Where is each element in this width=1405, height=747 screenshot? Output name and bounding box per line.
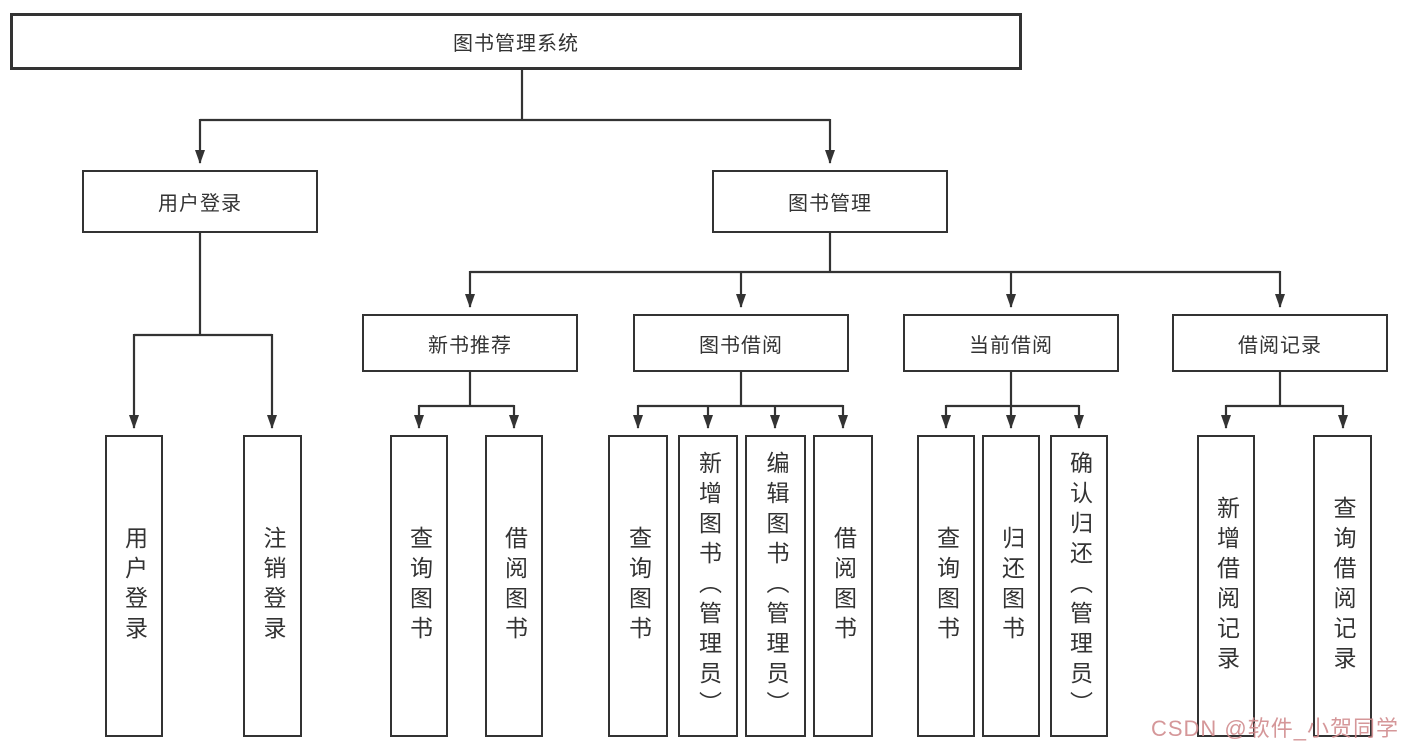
node-library-system: 图书管理系统 xyxy=(10,13,1022,70)
node-borrow-books-recommend: 借阅图书 xyxy=(485,435,543,737)
node-label: 借阅图书 xyxy=(501,526,528,646)
node-label: 新增图书（管理员） xyxy=(695,451,722,721)
connector-borrowing-records-to-leaves xyxy=(1221,372,1348,429)
node-return-books: 归还图书 xyxy=(982,435,1040,737)
connector-user-login-to-leaves xyxy=(129,233,277,429)
node-query-books-current: 查询图书 xyxy=(917,435,975,737)
node-query-borrow-record: 查询借阅记录 xyxy=(1313,435,1372,737)
node-new-book-recommend: 新书推荐 xyxy=(362,314,578,372)
node-query-books-borrowing: 查询图书 xyxy=(608,435,668,737)
node-edit-books-admin: 编辑图书（管理员） xyxy=(745,435,806,737)
node-user-login: 用户登录 xyxy=(105,435,163,737)
node-book-borrowing: 图书借阅 xyxy=(633,314,849,372)
node-label: 注销登录 xyxy=(260,526,286,646)
node-label: 用户登录 xyxy=(121,526,148,646)
node-label: 查询图书 xyxy=(406,526,433,646)
node-label: 编辑图书（管理员） xyxy=(763,451,789,721)
watermark: CSDN @软件_小贺同学 xyxy=(1150,716,1399,741)
node-borrowing-records: 借阅记录 xyxy=(1172,314,1388,372)
node-label: 查询借阅记录 xyxy=(1330,496,1356,676)
node-user-login-branch: 用户登录 xyxy=(82,170,318,233)
node-borrow-books-borrowing: 借阅图书 xyxy=(813,435,873,737)
node-label: 新增借阅记录 xyxy=(1213,496,1240,676)
node-label: 确认归还（管理员） xyxy=(1066,451,1093,721)
node-label: 查询图书 xyxy=(625,526,652,646)
connector-new-book-recommend-to-leaves xyxy=(414,372,519,429)
node-logout: 注销登录 xyxy=(243,435,302,737)
node-confirm-return-admin: 确认归还（管理员） xyxy=(1050,435,1108,737)
node-current-borrowing: 当前借阅 xyxy=(903,314,1119,372)
node-book-management: 图书管理 xyxy=(712,170,948,233)
node-add-books-admin: 新增图书（管理员） xyxy=(678,435,738,737)
node-label: 归还图书 xyxy=(998,526,1025,646)
node-label: 借阅图书 xyxy=(830,526,857,646)
node-label: 查询图书 xyxy=(933,526,960,646)
connector-book-management-to-modules xyxy=(465,233,1285,308)
connector-current-borrowing-to-leaves xyxy=(941,372,1084,429)
connector-book-borrowing-to-leaves xyxy=(633,372,848,429)
node-add-borrow-record: 新增借阅记录 xyxy=(1197,435,1255,737)
node-query-books-recommend: 查询图书 xyxy=(390,435,448,737)
connector-root-to-branches xyxy=(195,68,835,164)
